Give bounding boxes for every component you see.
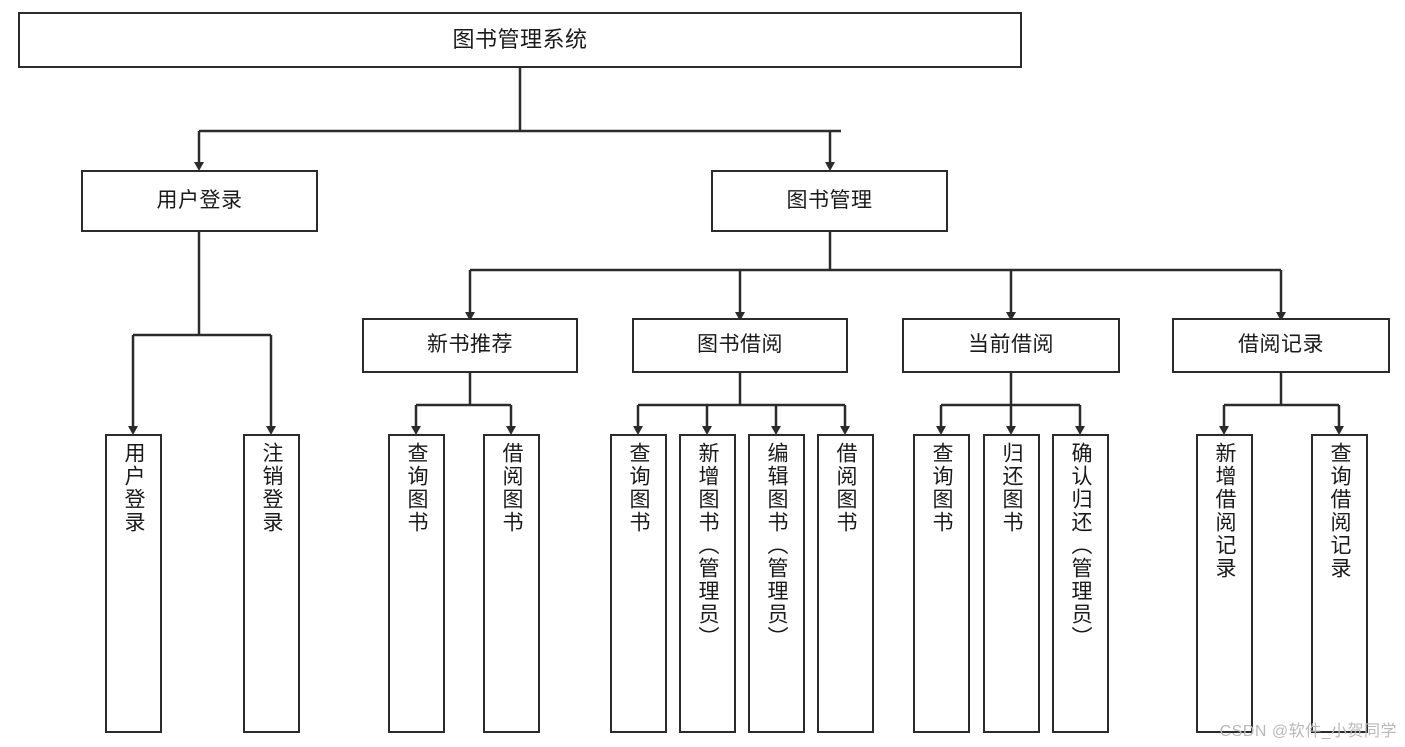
leaf-book-borrow-edit-label: 编辑图书（管理员）: [765, 442, 788, 649]
csdn-watermark: CSDN @软件_小贺同学: [1219, 723, 1397, 740]
node-root-system[interactable]: 图书管理系统: [18, 12, 1022, 68]
leaf-borrow-record-add[interactable]: 新增借阅记录: [1196, 434, 1253, 733]
node-new-book-recommend-label: 新书推荐: [427, 333, 513, 357]
leaf-current-borrow-return[interactable]: 归还图书: [983, 434, 1040, 733]
node-book-borrow[interactable]: 图书借阅: [632, 318, 848, 373]
leaf-user-login-login[interactable]: 用户登录: [105, 434, 162, 733]
leaf-book-borrow-borrow-label: 借阅图书: [834, 442, 857, 534]
leaf-book-borrow-borrow[interactable]: 借阅图书: [817, 434, 874, 733]
leaf-new-book-borrow[interactable]: 借阅图书: [483, 434, 540, 733]
leaf-new-book-query[interactable]: 查询图书: [388, 434, 445, 733]
node-user-login[interactable]: 用户登录: [81, 170, 318, 232]
node-book-borrow-label: 图书借阅: [697, 333, 783, 357]
node-current-borrow-label: 当前借阅: [968, 333, 1054, 357]
leaf-new-book-borrow-label: 借阅图书: [500, 442, 523, 534]
node-book-manage-label: 图书管理: [786, 188, 873, 212]
leaf-current-borrow-confirm[interactable]: 确认归还（管理员）: [1052, 434, 1109, 733]
leaf-borrow-record-add-label: 新增借阅记录: [1213, 442, 1236, 580]
node-root-system-label: 图书管理系统: [452, 27, 588, 53]
leaf-book-borrow-query-label: 查询图书: [627, 442, 650, 534]
node-borrow-record[interactable]: 借阅记录: [1172, 318, 1390, 373]
node-current-borrow[interactable]: 当前借阅: [902, 318, 1120, 373]
leaf-user-login-login-label: 用户登录: [122, 442, 145, 534]
node-user-login-label: 用户登录: [156, 188, 243, 212]
leaf-book-borrow-query[interactable]: 查询图书: [610, 434, 667, 733]
leaf-current-borrow-confirm-label: 确认归还（管理员）: [1069, 442, 1092, 649]
leaf-user-login-logout-label: 注销登录: [260, 442, 283, 534]
leaf-current-borrow-query-label: 查询图书: [930, 442, 953, 534]
node-borrow-record-label: 借阅记录: [1238, 333, 1324, 357]
leaf-current-borrow-query[interactable]: 查询图书: [913, 434, 970, 733]
leaf-book-borrow-edit[interactable]: 编辑图书（管理员）: [748, 434, 805, 733]
leaf-new-book-query-label: 查询图书: [405, 442, 428, 534]
leaf-borrow-record-query[interactable]: 查询借阅记录: [1311, 434, 1368, 733]
leaf-book-borrow-add[interactable]: 新增图书（管理员）: [679, 434, 736, 733]
node-book-manage[interactable]: 图书管理: [711, 170, 948, 232]
leaf-borrow-record-query-label: 查询借阅记录: [1328, 442, 1351, 580]
leaf-user-login-logout[interactable]: 注销登录: [243, 434, 300, 733]
leaf-book-borrow-add-label: 新增图书（管理员）: [696, 442, 719, 649]
node-new-book-recommend[interactable]: 新书推荐: [362, 318, 578, 373]
leaf-current-borrow-return-label: 归还图书: [1000, 442, 1023, 534]
